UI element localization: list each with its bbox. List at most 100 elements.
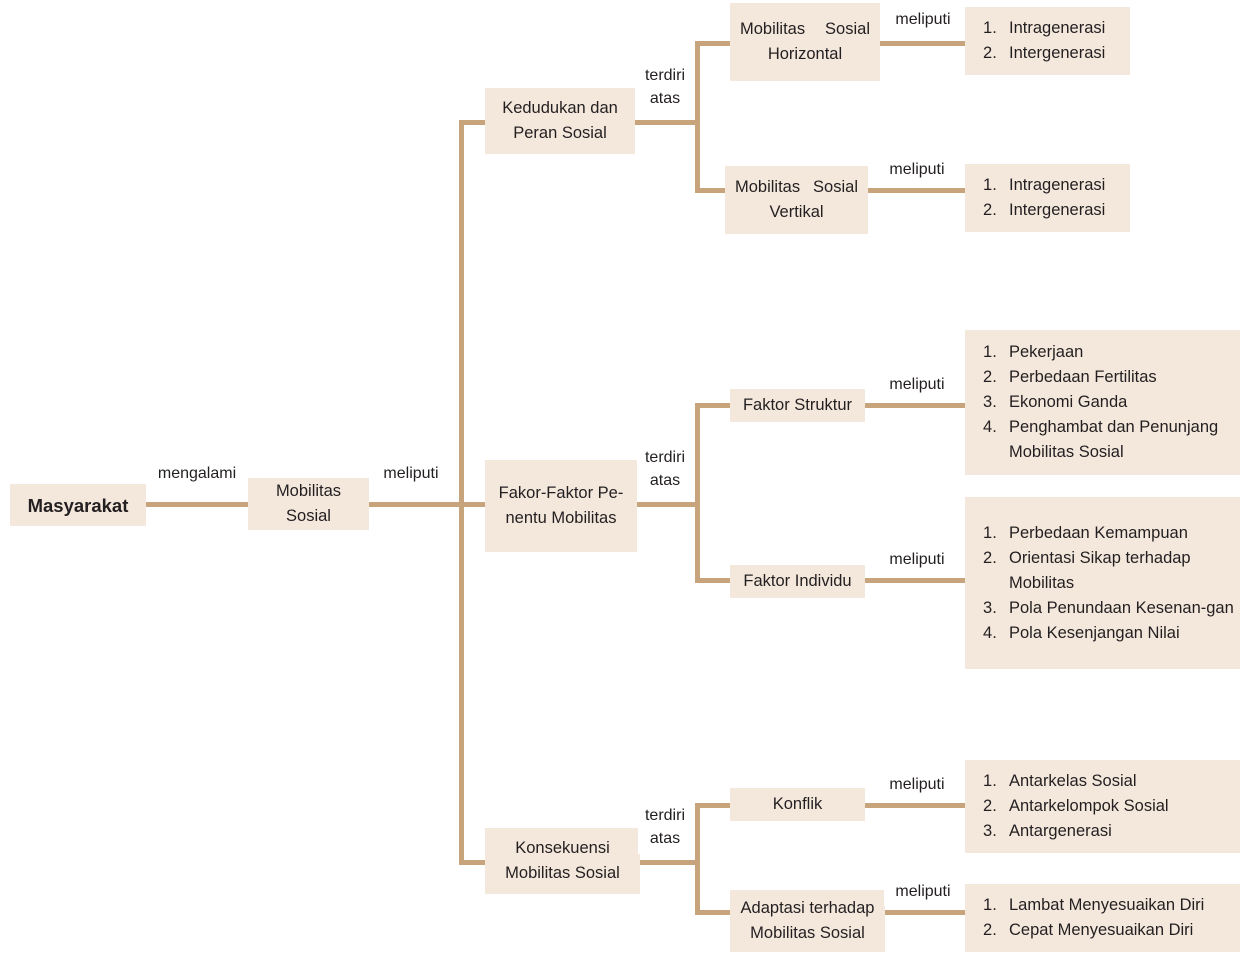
edge-label-text: mengalami [157,465,237,482]
connector-trunk-to-branch-2 [459,502,489,507]
list-mobilitas-horizontal-items: Intragenerasi Intergenerasi [965,7,1130,75]
node-mobilitas-sosial-vertikal-line2: Vertikal [769,203,824,221]
edge-label-text: meliputi [889,551,945,568]
list-item: Ekonomi Ganda [983,390,1128,415]
node-konsekuensi-line1: Konsekuensi [515,839,610,857]
list-item: Antargenerasi [983,819,1112,844]
list-item: Antarkelompok Sosial [983,794,1169,819]
list-item: Pola Penundaan Kesenan-gan [983,596,1234,621]
connector-branch-3-split-to-child-1 [695,803,735,808]
node-konsekuensi-mobilitas-sosial[interactable]: Konsekuensi Mobilitas Sosial [485,828,640,894]
list-item: Penghambat dan Penunjang Mobilitas Sosia… [983,415,1219,461]
list-item: Lambat Menyesuaikan Diri [983,893,1205,918]
list-item: Pekerjaan [983,340,1084,365]
edge-label-text-line1: terdiri [644,67,685,84]
node-faktor-struktur[interactable]: Faktor Struktur [730,389,865,422]
list-items: Lambat Menyesuaikan Diri Cepat Menyesuai… [965,893,1240,943]
edge-label-text: meliputi [889,776,945,793]
connector-level1-to-trunk [369,502,464,507]
edge-label-terdiri-atas-branch-2: terdiri atas [638,446,692,496]
node-faktor-penentu-mobilitas-line1: Fakor-Faktor Pe- [498,484,624,502]
node-konflik-label: Konflik [772,795,823,813]
node-adaptasi-terhadap-mobilitas-sosial[interactable]: Adaptasi terhadap Mobilitas Sosial [730,890,885,952]
edge-label-text-line2: atas [649,90,681,107]
edge-label-meliputi-konflik: meliputi [878,773,956,799]
edge-label-meliputi-adaptasi: meliputi [884,880,962,906]
node-kedudukan-peran-sosial-line2: Peran Sosial [513,124,607,142]
edge-label-text-line2: atas [649,830,681,847]
node-mobilitas-sosial-horizontal-line2: Horizontal [767,45,843,63]
edge-label-meliputi-level1: meliputi [376,462,446,488]
node-mobilitas-sosial-line2: Sosial [286,507,331,525]
list-item: Intergenerasi [983,198,1106,223]
connector-child-1-2-to-list [868,188,970,193]
connector-child-3-1-to-list [865,803,970,808]
list-item: Pola Kesenjangan Nilai [983,621,1180,646]
node-adaptasi-line2: Mobilitas Sosial [750,924,865,942]
node-mobilitas-sosial-vertikal[interactable]: Mobilitas Sosial Vertikal [725,166,868,234]
connector-branch-1-split-to-child-2 [695,188,735,193]
list-items: Intragenerasi Intergenerasi [965,16,1130,66]
list-items: Antarkelas Sosial Antarkelompok Sosial A… [965,769,1240,844]
node-mobilitas-sosial-horizontal-line1: Mobilitas Sosial [740,20,870,38]
list-item: Cepat Menyesuaikan Diri [983,918,1194,943]
list-konflik-items: Antarkelas Sosial Antarkelompok Sosial A… [965,760,1240,853]
edge-label-terdiri-atas-branch-1: terdiri atas [638,64,692,114]
list-faktor-individu-items: Perbedaan Kemampuan Orientasi Sikap terh… [965,497,1240,669]
node-faktor-penentu-mobilitas[interactable]: Fakor-Faktor Pe- nentu Mobilitas [485,460,637,552]
edge-label-terdiri-atas-branch-3: terdiri atas [638,804,692,854]
list-item: Antarkelas Sosial [983,769,1137,794]
edge-label-text: meliputi [895,883,951,900]
connector-branch-1-split-vertical [695,41,700,193]
list-items: Pekerjaan Perbedaan Fertilitas Ekonomi G… [965,340,1240,465]
connector-child-2-2-to-list [865,578,970,583]
node-mobilitas-sosial-vertikal-line1: Mobilitas Sosial [735,178,858,196]
connector-root-to-level1 [146,502,248,507]
connector-branch-2-split-vertical [695,403,700,583]
edge-label-text: meliputi [383,465,439,482]
list-item: Intergenerasi [983,41,1106,66]
edge-label-mengalami: mengalami [152,462,242,488]
edge-label-meliputi-faktor-struktur: meliputi [878,373,956,399]
node-kedudukan-peran-sosial[interactable]: Kedudukan dan Peran Sosial [485,88,635,154]
connector-child-1-1-to-list [880,41,970,46]
list-item: Perbedaan Fertilitas [983,365,1157,390]
node-faktor-individu-label: Faktor Individu [743,572,852,590]
node-kedudukan-peran-sosial-line1: Kedudukan dan [502,99,618,117]
connector-branch-3-split-vertical [695,803,700,915]
node-konsekuensi-line2: Mobilitas Sosial [505,864,620,882]
node-mobilitas-sosial-horizontal[interactable]: Mobilitas Sosial Horizontal [730,3,880,81]
edge-label-text-line1: terdiri [644,449,685,466]
edge-label-meliputi-vertikal: meliputi [878,158,956,184]
connector-main-trunk-vertical [459,120,464,865]
list-items: Intragenerasi Intergenerasi [965,173,1130,223]
list-adaptasi-items: Lambat Menyesuaikan Diri Cepat Menyesuai… [965,884,1240,952]
list-faktor-struktur-items: Pekerjaan Perbedaan Fertilitas Ekonomi G… [965,330,1240,475]
list-item: Intragenerasi [983,173,1106,198]
connector-child-3-2-to-list [880,910,970,915]
node-faktor-individu[interactable]: Faktor Individu [730,565,865,598]
edge-label-text: meliputi [889,161,945,178]
node-mobilitas-sosial[interactable]: Mobilitas Sosial [248,478,369,530]
edge-label-text: meliputi [889,376,945,393]
connector-child-2-1-to-list [865,403,970,408]
node-mobilitas-sosial-line1: Mobilitas [275,482,342,500]
connector-trunk-to-branch-1 [459,120,489,125]
node-masyarakat[interactable]: Masyarakat [10,484,146,526]
connector-branch-1-to-split [635,120,700,125]
edge-label-text: meliputi [895,11,951,28]
connector-branch-1-split-to-child-1 [695,41,735,46]
node-faktor-penentu-mobilitas-line2: nentu Mobilitas [505,509,617,527]
node-adaptasi-line1: Adaptasi terhadap [740,899,875,917]
node-konflik[interactable]: Konflik [730,788,865,821]
edge-label-meliputi-horizontal: meliputi [884,8,962,34]
edge-label-text-line1: terdiri [644,807,685,824]
list-items: Perbedaan Kemampuan Orientasi Sikap terh… [965,521,1240,646]
connector-branch-2-split-to-child-1 [695,403,735,408]
list-item: Orientasi Sikap terhadap Mobilitas [983,546,1191,592]
list-item: Perbedaan Kemampuan [983,521,1188,546]
node-faktor-struktur-label: Faktor Struktur [742,396,853,414]
edge-label-meliputi-faktor-individu: meliputi [878,548,956,574]
node-masyarakat-label: Masyarakat [27,494,129,516]
